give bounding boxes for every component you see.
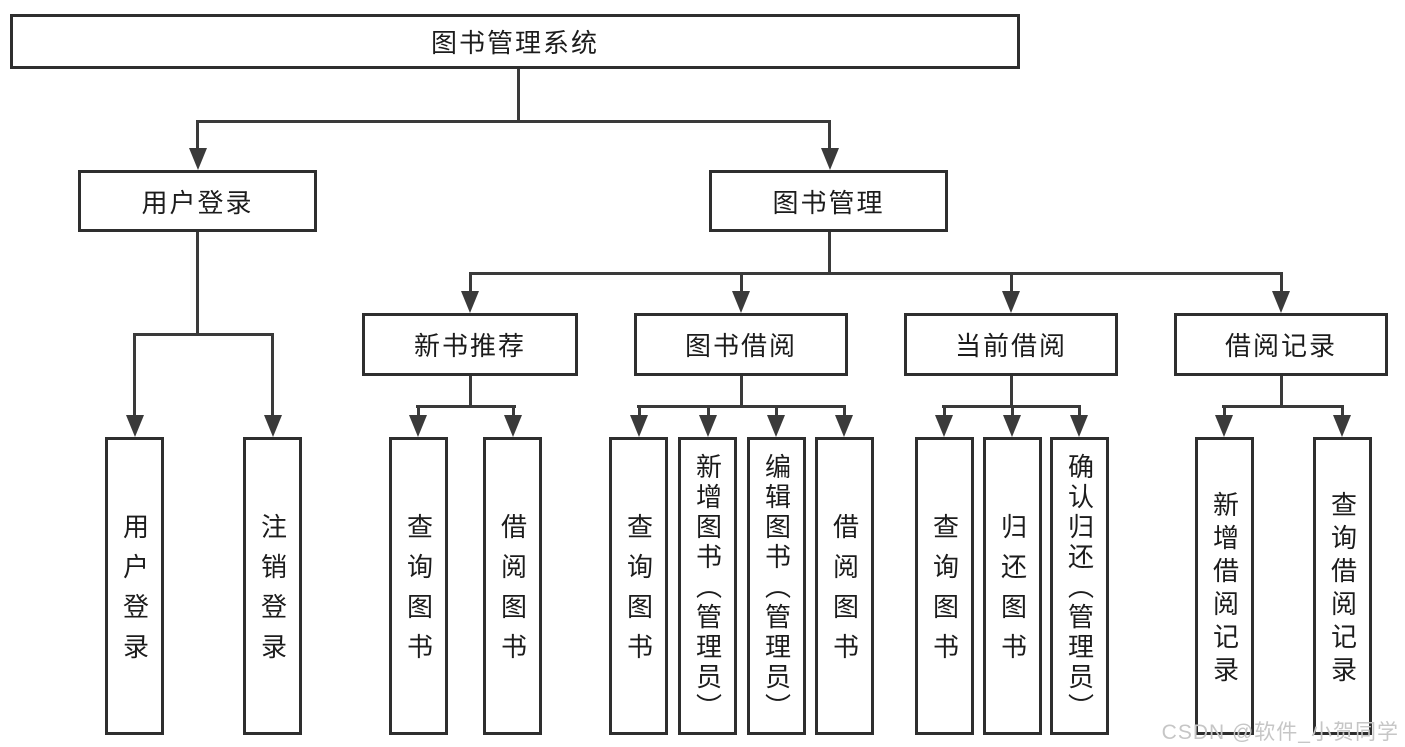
leaf-query-books-current: 查询图书 bbox=[915, 437, 974, 735]
leaf-query-books-borrow-label: 查询图书 bbox=[623, 513, 654, 673]
connector-line bbox=[1010, 376, 1013, 407]
connector-line bbox=[196, 231, 199, 335]
connector-line bbox=[1280, 272, 1283, 292]
arrowhead-down-icon bbox=[1003, 415, 1021, 437]
arrowhead-down-icon bbox=[630, 415, 648, 437]
leaf-user-login-label: 用户登录 bbox=[119, 513, 150, 673]
connector-line bbox=[196, 120, 831, 123]
arrowhead-down-icon bbox=[1002, 291, 1020, 313]
connector-line bbox=[469, 376, 472, 407]
leaf-edit-book-admin-label: 编辑图书（管理员） bbox=[761, 453, 792, 723]
arrowhead-down-icon bbox=[461, 291, 479, 313]
leaf-query-borrow-record-label: 查询借阅记录 bbox=[1327, 490, 1358, 689]
arrowhead-down-icon bbox=[1272, 291, 1290, 313]
node-root: 图书管理系统 bbox=[10, 14, 1020, 69]
connector-line bbox=[740, 272, 743, 292]
node-current-borrow: 当前借阅 bbox=[904, 313, 1118, 376]
leaf-confirm-return-admin-label: 确认归还（管理员） bbox=[1064, 453, 1095, 723]
leaf-borrow-books-recommend-label: 借阅图书 bbox=[497, 513, 528, 673]
arrowhead-down-icon bbox=[699, 415, 717, 437]
connector-line bbox=[133, 333, 274, 336]
connector-line bbox=[512, 405, 515, 417]
connector-line bbox=[828, 231, 831, 274]
leaf-query-books-recommend-label: 查询图书 bbox=[403, 513, 434, 673]
leaf-user-login: 用户登录 bbox=[105, 437, 164, 735]
connector-line bbox=[843, 405, 846, 417]
connector-line bbox=[133, 333, 136, 416]
connector-line bbox=[1280, 376, 1283, 407]
connector-line bbox=[417, 405, 420, 417]
connector-line bbox=[196, 120, 199, 150]
leaf-return-book: 归还图书 bbox=[983, 437, 1042, 735]
connector-line bbox=[1078, 405, 1081, 417]
leaf-query-books-current-label: 查询图书 bbox=[929, 513, 960, 673]
leaf-query-books-recommend: 查询图书 bbox=[389, 437, 448, 735]
leaf-return-book-label: 归还图书 bbox=[997, 513, 1028, 673]
connector-line bbox=[1222, 405, 1344, 408]
connector-line bbox=[775, 405, 778, 417]
node-new-book-recommend-label: 新书推荐 bbox=[413, 331, 526, 361]
node-book-borrow: 图书借阅 bbox=[634, 313, 848, 376]
arrowhead-down-icon bbox=[126, 415, 144, 437]
arrowhead-down-icon bbox=[1215, 415, 1233, 437]
arrowhead-down-icon bbox=[504, 415, 522, 437]
csdn-watermark: CSDN @软件_小贺同学 bbox=[1161, 721, 1399, 744]
connector-line bbox=[637, 405, 846, 408]
node-borrow-records: 借阅记录 bbox=[1174, 313, 1388, 376]
node-current-borrow-label: 当前借阅 bbox=[954, 331, 1067, 361]
connector-line bbox=[469, 272, 472, 292]
arrowhead-down-icon bbox=[935, 415, 953, 437]
connector-line bbox=[943, 405, 946, 417]
leaf-borrow-books-recommend: 借阅图书 bbox=[483, 437, 542, 735]
leaf-borrow-books-2-label: 借阅图书 bbox=[829, 513, 860, 673]
leaf-edit-book-admin: 编辑图书（管理员） bbox=[747, 437, 806, 735]
arrowhead-down-icon bbox=[1070, 415, 1088, 437]
arrowhead-down-icon bbox=[821, 148, 839, 170]
leaf-borrow-books-2: 借阅图书 bbox=[815, 437, 874, 735]
leaf-add-book-admin: 新增图书（管理员） bbox=[678, 437, 737, 735]
arrowhead-down-icon bbox=[264, 415, 282, 437]
leaf-add-borrow-record: 新增借阅记录 bbox=[1195, 437, 1254, 735]
connector-line bbox=[469, 272, 1282, 275]
connector-line bbox=[638, 405, 641, 417]
leaf-query-books-borrow: 查询图书 bbox=[609, 437, 668, 735]
leaf-add-book-admin-label: 新增图书（管理员） bbox=[692, 453, 723, 723]
node-root-label: 图书管理系统 bbox=[430, 28, 599, 58]
connector-line bbox=[416, 405, 516, 408]
node-new-book-recommend: 新书推荐 bbox=[362, 313, 578, 376]
arrowhead-down-icon bbox=[189, 148, 207, 170]
arrowhead-down-icon bbox=[409, 415, 427, 437]
arrowhead-down-icon bbox=[732, 291, 750, 313]
leaf-confirm-return-admin: 确认归还（管理员） bbox=[1050, 437, 1109, 735]
connector-line bbox=[740, 376, 743, 407]
node-book-management: 图书管理 bbox=[709, 170, 948, 232]
node-borrow-records-label: 借阅记录 bbox=[1224, 331, 1337, 361]
connector-line bbox=[1011, 405, 1014, 417]
connector-line bbox=[271, 333, 274, 416]
node-user-login: 用户登录 bbox=[78, 170, 317, 232]
connector-line bbox=[707, 405, 710, 417]
leaf-logout-label: 注销登录 bbox=[257, 513, 288, 673]
connector-line bbox=[828, 120, 831, 150]
leaf-logout: 注销登录 bbox=[243, 437, 302, 735]
connector-line bbox=[1341, 405, 1344, 417]
arrowhead-down-icon bbox=[835, 415, 853, 437]
arrowhead-down-icon bbox=[767, 415, 785, 437]
leaf-query-borrow-record: 查询借阅记录 bbox=[1313, 437, 1372, 735]
connector-line bbox=[1010, 272, 1013, 292]
leaf-add-borrow-record-label: 新增借阅记录 bbox=[1209, 490, 1240, 689]
arrowhead-down-icon bbox=[1333, 415, 1351, 437]
connector-line bbox=[517, 68, 520, 121]
node-book-borrow-label: 图书借阅 bbox=[684, 331, 797, 361]
connector-line bbox=[1223, 405, 1226, 417]
node-user-login-label: 用户登录 bbox=[141, 187, 254, 218]
node-book-management-label: 图书管理 bbox=[772, 187, 885, 218]
